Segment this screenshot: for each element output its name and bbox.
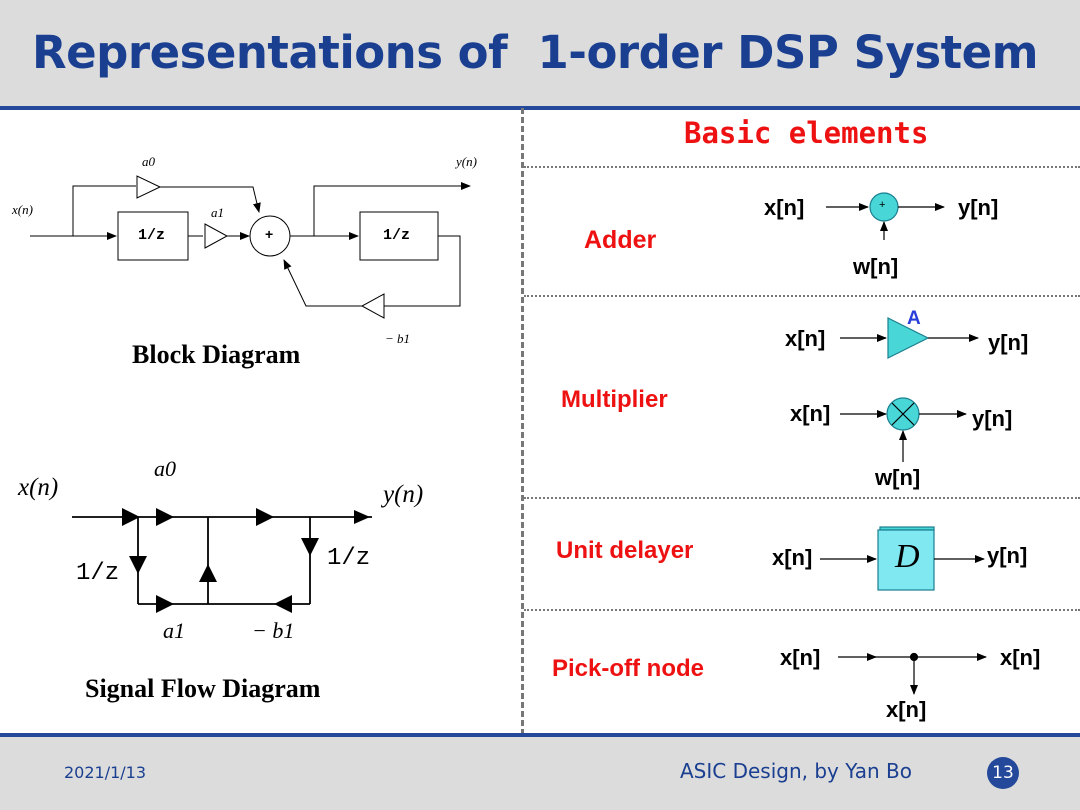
footer-rule [0,733,1080,737]
sfd-delay-right-label: 1/z [327,545,371,572]
delayer-label: Unit delayer [556,537,694,564]
sfd-delay-left-label: 1/z [76,560,120,587]
block-delay-2-label: 1/z [383,227,411,244]
pickoff-branch-output: x[n] [886,697,927,722]
delayer-output: y[n] [987,543,1028,568]
footer-credit: ASIC Design, by Yan Bo [680,759,912,783]
adder-side-input: w[n] [853,254,899,279]
block-a1-label: a1 [211,205,224,220]
block-diagram [30,175,471,319]
separator-4 [524,609,1080,611]
multiplier-output: y[n] [972,406,1013,431]
sfd-arrowheads [122,508,370,613]
sfd-b1-label: − b1 [252,618,295,643]
separator-2 [524,295,1080,297]
pickoff-output: x[n] [1000,645,1041,670]
delay-box-symbol: D [895,538,920,575]
header-rule [0,106,1080,110]
basic-elements-heading: Basic elements [684,116,929,150]
delay-box-1 [117,211,189,261]
header-band [0,0,1080,106]
sfd-input-label: x(n) [18,474,59,501]
gain-output: y[n] [988,330,1029,355]
footer-date: 2021/1/13 [64,763,147,782]
pickoff-label: Pick-off node [552,655,705,682]
block-a0-label: a0 [142,154,155,169]
pickoff-element [838,652,987,695]
sfd-a0-label: a0 [154,456,176,481]
gain-b1-triangle [360,293,385,319]
multiplier-side-input: w[n] [875,465,921,490]
adder-output: y[n] [958,195,999,220]
delay-element [820,526,985,591]
multiplier-label: Multiplier [561,386,668,413]
sfd-caption: Signal Flow Diagram [85,674,321,703]
separator-3 [524,497,1080,499]
delayer-input: x[n] [772,545,813,570]
block-input-label: x(n) [12,202,33,217]
delay-box-2 [359,211,439,261]
gain-coefficient: A [907,308,921,329]
footer-band [0,737,1080,810]
gain-input: x[n] [785,326,826,351]
sfd-output-label: y(n) [383,481,424,508]
slide-title: Representations of 1-order DSP System [32,26,1039,79]
block-b1-label: − b1 [385,331,411,346]
page-number-badge: 13 [987,757,1019,789]
block-diagram-caption: Block Diagram [132,340,301,369]
adder-plus-symbol: + [879,199,886,211]
multiplier-input: x[n] [790,401,831,426]
separator-1 [524,166,1080,168]
gain-a0-triangle [136,175,162,199]
adder-element [826,192,945,240]
block-output-label: y(n) [456,154,477,169]
adder-label: Adder [584,226,657,254]
block-delay-1-label: 1/z [138,227,166,244]
block-adder-symbol: + [265,226,274,242]
vertical-separator [521,108,524,735]
gain-a1-triangle [204,223,229,249]
gain-element [840,317,979,359]
multiplier-element [840,397,967,462]
adder-input: x[n] [764,195,805,220]
pickoff-input: x[n] [780,645,821,670]
sfd-a1-label: a1 [163,618,185,643]
